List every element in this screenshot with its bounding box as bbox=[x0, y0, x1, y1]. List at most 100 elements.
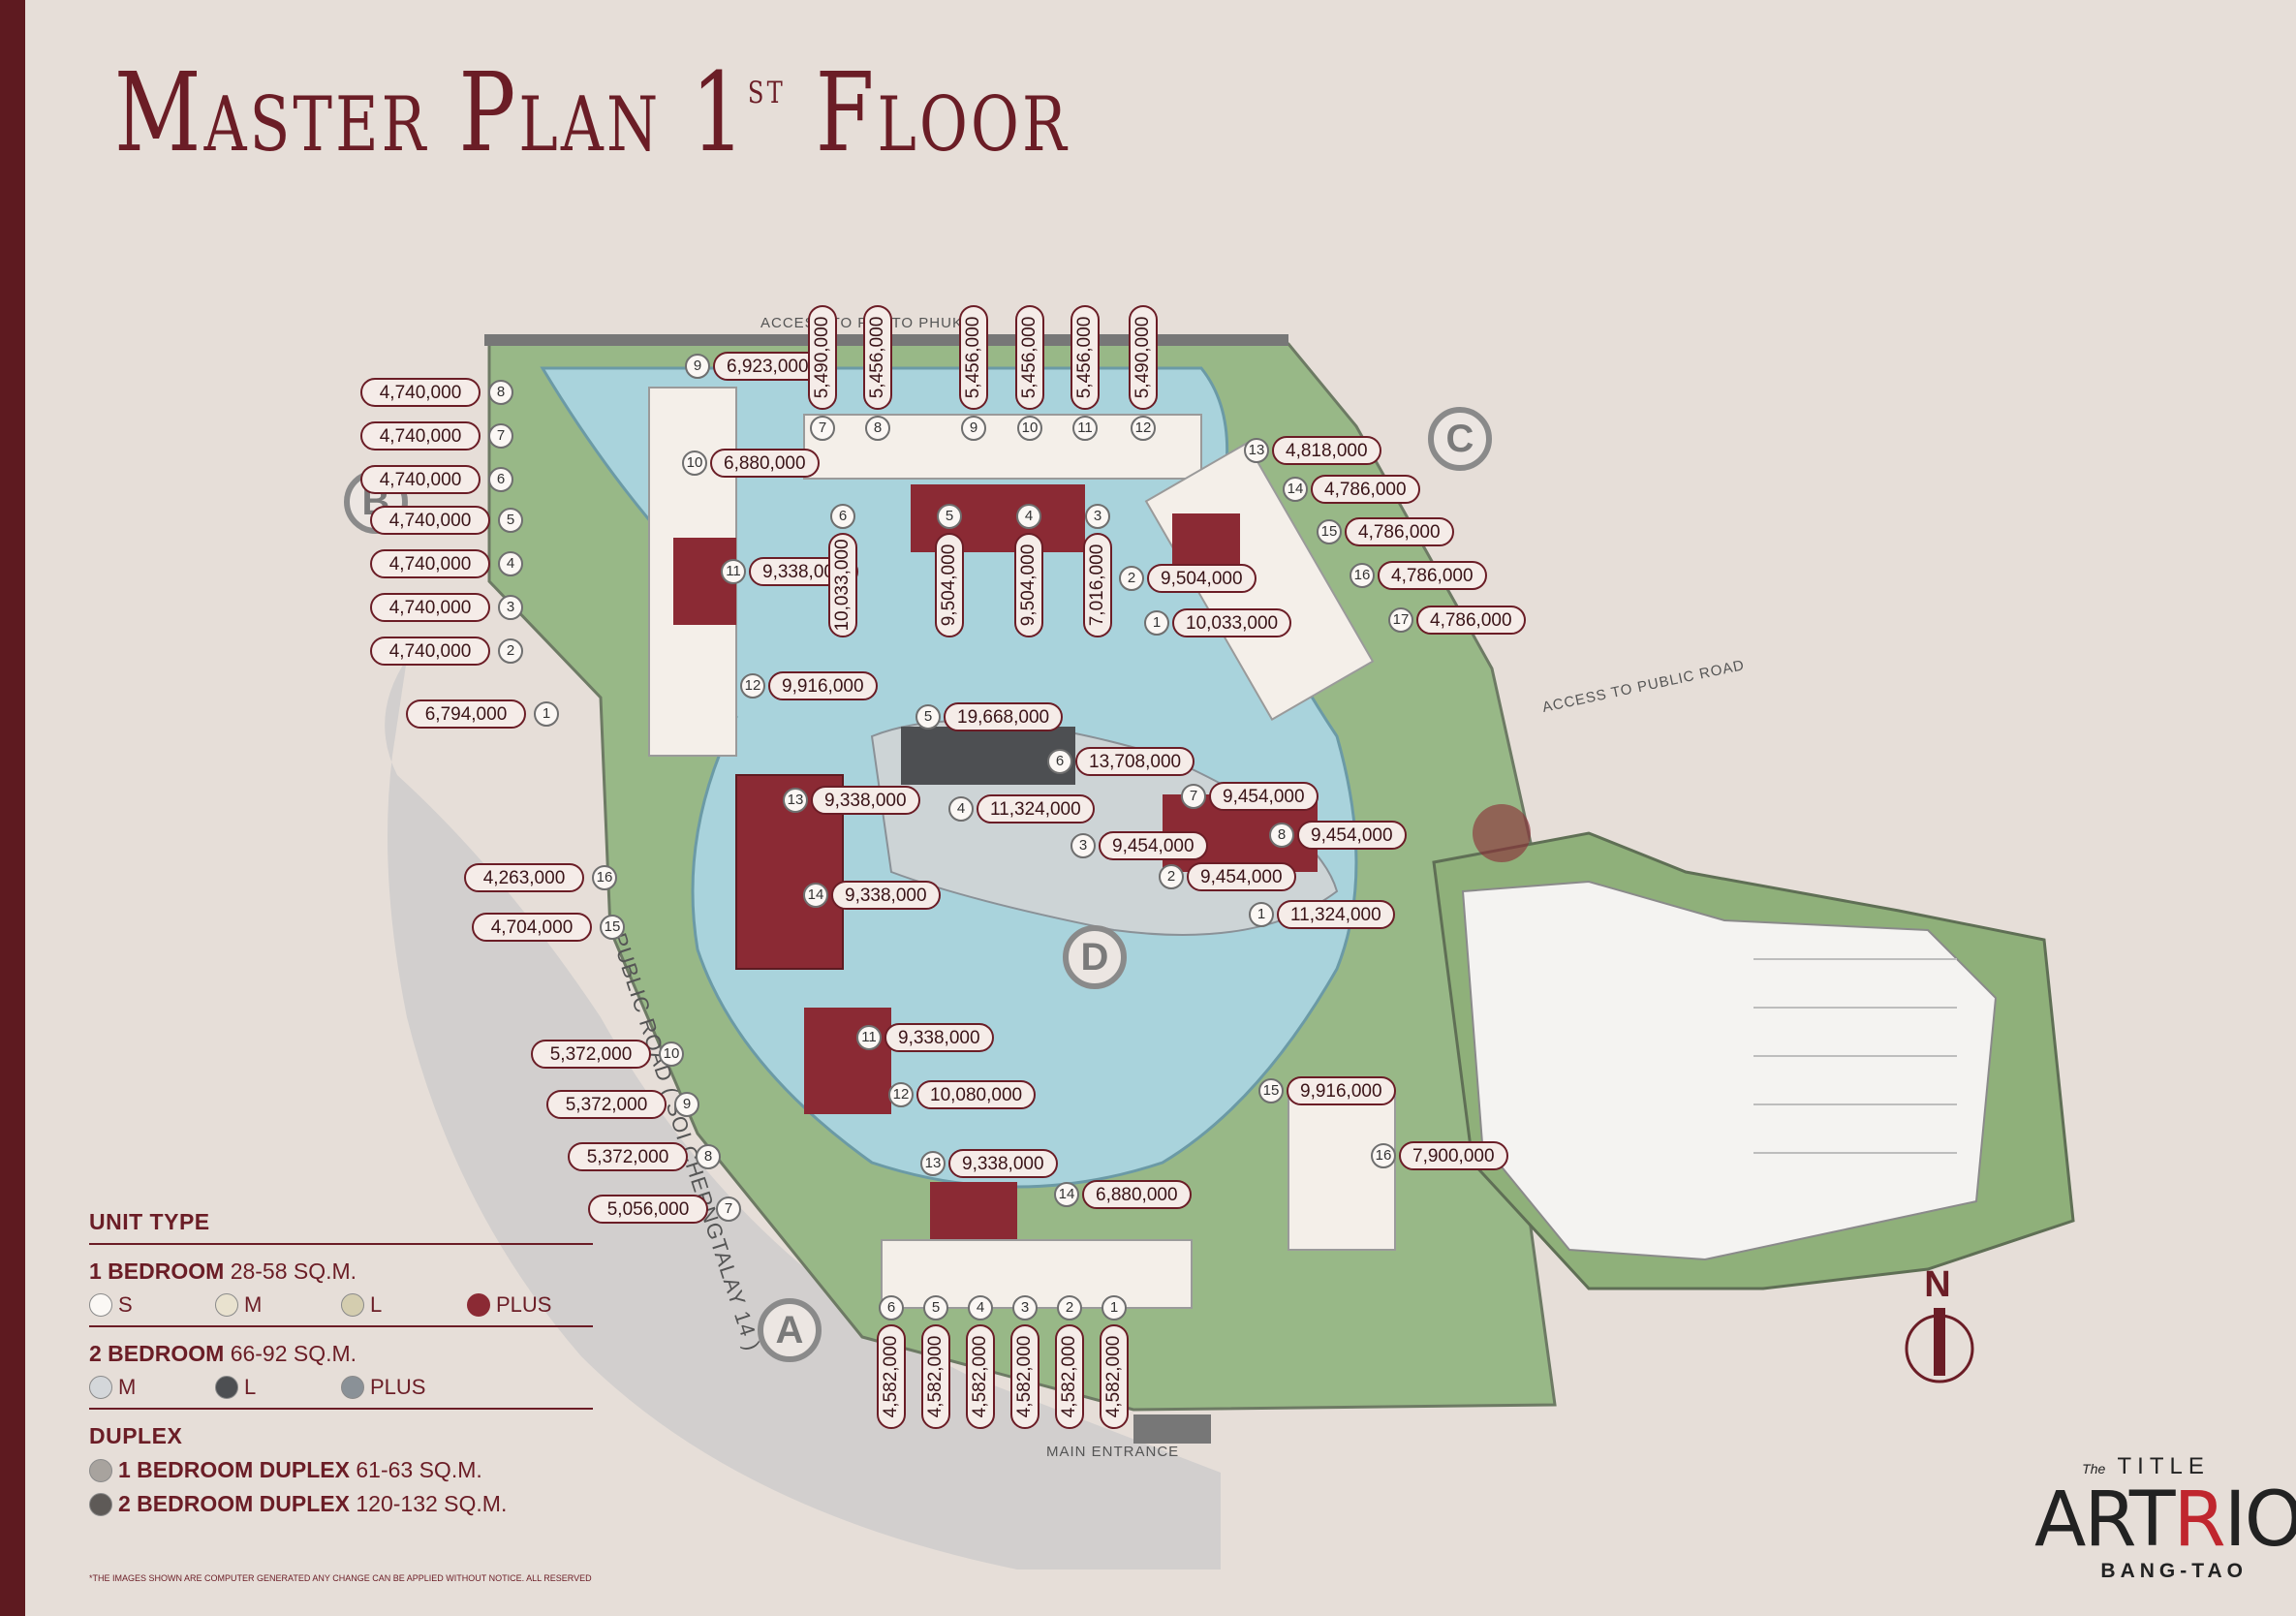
unit-number-marker: 4 bbox=[498, 551, 523, 576]
unit-price-label-vertical: 4,582,000 bbox=[1010, 1324, 1039, 1429]
unit-price-label: 4,740,000 bbox=[360, 421, 481, 451]
compass-needle bbox=[1934, 1308, 1945, 1376]
unit-price-label-vertical: 9,504,000 bbox=[1014, 533, 1043, 637]
unit-number-marker: 4 bbox=[1016, 504, 1041, 529]
legend-2bed-plus: PLUS bbox=[341, 1375, 438, 1400]
unit-price-label: 9,504,000 bbox=[1147, 564, 1257, 593]
unit-number-marker: 16 bbox=[592, 865, 617, 890]
unit-number-marker: 6 bbox=[879, 1295, 904, 1321]
unit-number-marker: 3 bbox=[1070, 833, 1096, 858]
unit-number-marker: 7 bbox=[488, 423, 513, 449]
unit-price-label: 4,786,000 bbox=[1378, 561, 1487, 590]
unit-number-marker: 4 bbox=[948, 796, 974, 822]
page-title: Master Plan 1st Floor bbox=[114, 50, 1070, 176]
unit-number-marker: 16 bbox=[1350, 563, 1375, 588]
unit-price-label-vertical: 5,490,000 bbox=[808, 305, 837, 410]
unit-price-label: 7,900,000 bbox=[1399, 1141, 1508, 1170]
unit-price-label: 5,372,000 bbox=[531, 1040, 651, 1069]
unit-number-marker: 4 bbox=[968, 1295, 993, 1321]
unit-number-marker: 13 bbox=[1244, 438, 1269, 463]
unit-number-marker: 8 bbox=[1269, 823, 1294, 848]
unit-price-label-vertical: 9,504,000 bbox=[935, 533, 964, 637]
unit-number-marker: 13 bbox=[920, 1151, 946, 1176]
zone-d-marker: D bbox=[1063, 925, 1127, 989]
unit-number-marker: 12 bbox=[888, 1082, 914, 1107]
legend-1bed-row: 1 BEDROOM 28-58 SQ.M. bbox=[89, 1259, 593, 1285]
main-entrance-drive bbox=[1133, 1414, 1211, 1444]
unit-number-marker: 2 bbox=[1159, 864, 1184, 889]
unit-price-label: 4,263,000 bbox=[464, 863, 584, 892]
unit-price-label-vertical: 5,456,000 bbox=[1070, 305, 1100, 410]
brand-name: ARTRIO bbox=[2034, 1476, 2296, 1564]
unit-price-label: 5,372,000 bbox=[568, 1142, 688, 1171]
legend-1bed-label: 1 BEDROOM bbox=[89, 1259, 225, 1284]
unit-number-marker: 5 bbox=[498, 508, 523, 533]
unit-price-label: 19,668,000 bbox=[944, 702, 1064, 731]
swatch-duplex-2 bbox=[89, 1492, 112, 1516]
unit-price-label: 4,818,000 bbox=[1272, 436, 1381, 465]
road-label-bottom: MAIN ENTRANCE bbox=[1046, 1444, 1180, 1460]
unit-number-marker: 6 bbox=[830, 504, 855, 529]
unit-number-marker: 7 bbox=[1181, 784, 1206, 809]
zone-c-marker: C bbox=[1428, 407, 1492, 471]
legend-heading: UNIT TYPE bbox=[89, 1209, 210, 1234]
unit-number-marker: 6 bbox=[488, 467, 513, 492]
legend-2bed-row: 2 BEDROOM 66-92 SQ.M. bbox=[89, 1341, 593, 1367]
unit-price-label: 9,338,000 bbox=[811, 786, 920, 815]
unit-price-label: 4,704,000 bbox=[472, 913, 592, 942]
legend-duplex-1: 1 BEDROOM DUPLEX 61-63 SQ.M. bbox=[89, 1457, 593, 1483]
unit-number-marker: 11 bbox=[1072, 416, 1098, 441]
building-a-east bbox=[1288, 1094, 1396, 1251]
unit-number-marker: 17 bbox=[1388, 607, 1413, 633]
unit-price-label: 5,056,000 bbox=[588, 1195, 708, 1224]
unit-number-marker: 2 bbox=[1057, 1295, 1082, 1321]
legend-1bed-types: S M L PLUS bbox=[89, 1292, 593, 1318]
unit-price-label: 4,740,000 bbox=[370, 506, 490, 535]
legend-1bed-plus: PLUS bbox=[467, 1292, 564, 1318]
swatch-1bed-m bbox=[215, 1293, 238, 1317]
parking-garage bbox=[1461, 880, 1998, 1261]
north-indicator: N bbox=[1899, 1264, 1976, 1306]
unit-price-label: 4,740,000 bbox=[360, 378, 481, 407]
unit-price-label-vertical: 4,582,000 bbox=[921, 1324, 950, 1429]
swatch-1bed-plus bbox=[467, 1293, 490, 1317]
legend-2bed-size: 66-92 SQ.M. bbox=[230, 1341, 357, 1366]
unit-number-marker: 3 bbox=[1085, 504, 1110, 529]
unit-number-marker: 9 bbox=[961, 416, 986, 441]
legend-duplex-heading: DUPLEX bbox=[89, 1423, 183, 1448]
legend-1bed-s: S bbox=[89, 1292, 186, 1318]
unit-number-marker: 9 bbox=[685, 354, 710, 379]
unit-price-label: 5,372,000 bbox=[546, 1090, 667, 1119]
unit-price-label: 9,338,000 bbox=[884, 1023, 994, 1052]
unit-price-label: 10,033,000 bbox=[1172, 608, 1292, 637]
unit-number-marker: 14 bbox=[1283, 477, 1308, 502]
unit-number-marker: 5 bbox=[915, 704, 941, 730]
unit-price-label: 4,786,000 bbox=[1345, 517, 1454, 546]
unit-price-label: 9,338,000 bbox=[831, 881, 941, 910]
legend-2bed-l: L bbox=[215, 1375, 312, 1400]
legend-2bed-m: M bbox=[89, 1375, 186, 1400]
unit-price-label: 10,080,000 bbox=[916, 1080, 1037, 1109]
north-letter: N bbox=[1924, 1264, 1951, 1305]
unit-price-label: 4,786,000 bbox=[1416, 606, 1526, 635]
unit-number-marker: 7 bbox=[716, 1196, 741, 1222]
unit-number-marker: 10 bbox=[1017, 416, 1042, 441]
unit-price-label-vertical: 4,582,000 bbox=[1055, 1324, 1084, 1429]
unit-number-marker: 15 bbox=[1258, 1078, 1284, 1103]
unit-price-label: 13,708,000 bbox=[1075, 747, 1195, 776]
unit-price-label: 11,324,000 bbox=[977, 794, 1095, 824]
unit-number-marker: 2 bbox=[498, 638, 523, 664]
unit-price-label: 6,794,000 bbox=[406, 699, 526, 729]
swatch-1bed-l bbox=[341, 1293, 364, 1317]
unit-number-marker: 2 bbox=[1119, 566, 1144, 591]
swatch-duplex-1 bbox=[89, 1458, 112, 1482]
legend-2bed-label: 2 BEDROOM bbox=[89, 1341, 225, 1366]
unit-price-label: 4,740,000 bbox=[360, 465, 481, 494]
unit-number-marker: 3 bbox=[1012, 1295, 1038, 1321]
unit-price-label: 4,740,000 bbox=[370, 593, 490, 622]
unit-price-label: 4,740,000 bbox=[370, 637, 490, 666]
parking-stalls bbox=[1753, 958, 1957, 1154]
unit-price-label: 9,916,000 bbox=[768, 671, 878, 700]
swatch-2bed-l bbox=[215, 1376, 238, 1399]
